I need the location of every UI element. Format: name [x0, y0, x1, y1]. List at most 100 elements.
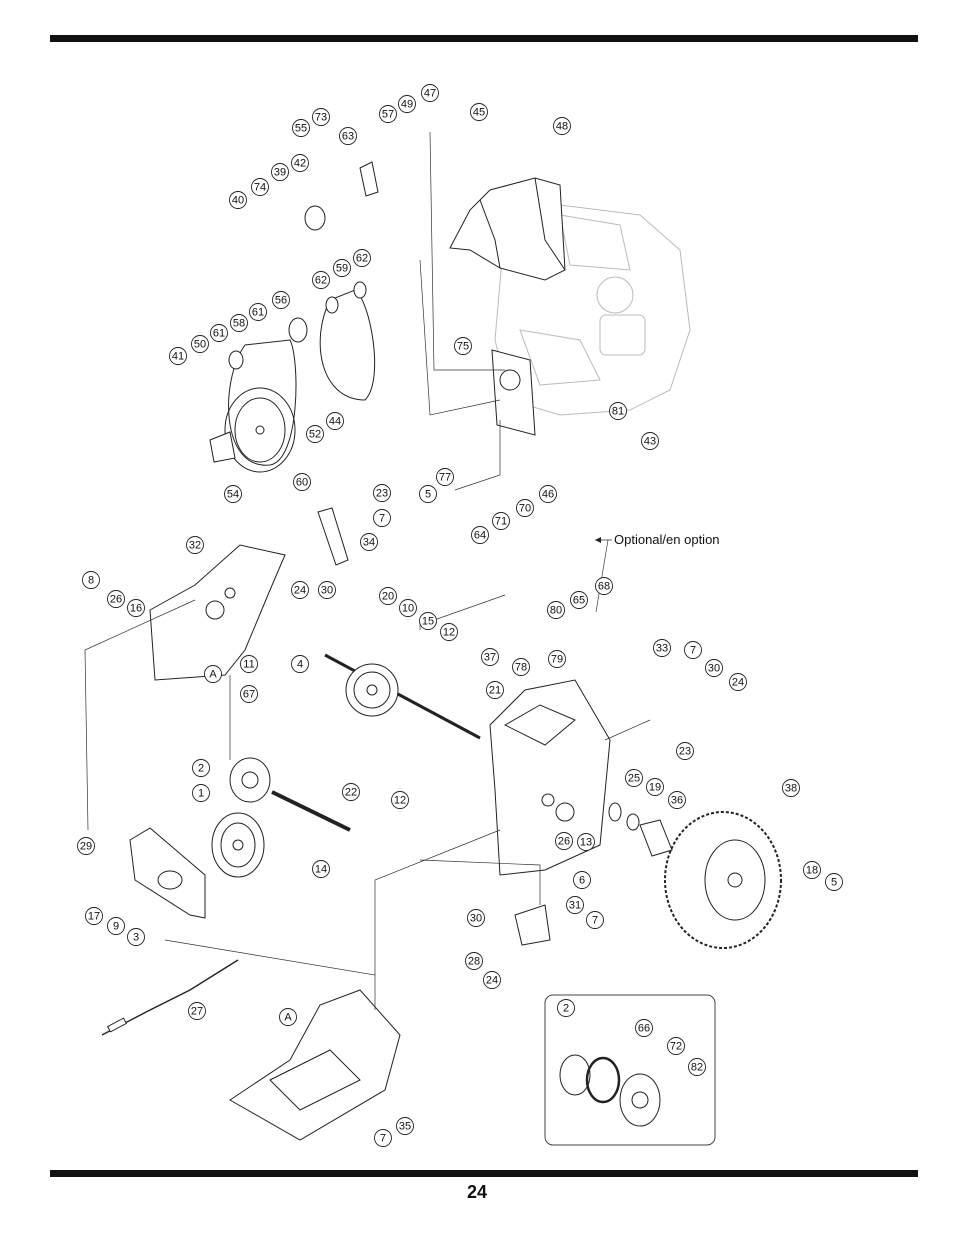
callout-circle: [440, 623, 458, 641]
callout-67: 67: [240, 685, 258, 703]
callout-circle: [312, 108, 330, 126]
callout-label: 59: [336, 263, 348, 275]
callout-circle: [373, 484, 391, 502]
callout-7: 7: [684, 641, 702, 659]
callout-circle: [333, 259, 351, 277]
callout-circle: [667, 1037, 685, 1055]
shift-bracket: [317, 507, 349, 566]
callout-circle: [77, 837, 95, 855]
callout-label: 11: [243, 659, 254, 671]
callout-circle: [291, 154, 309, 172]
callout-label: 13: [580, 837, 592, 849]
callout-23: 23: [373, 484, 391, 502]
callout-29: 29: [77, 837, 95, 855]
callout-label: 55: [295, 123, 307, 135]
callout-circle: [107, 917, 125, 935]
callout-label: 7: [380, 1133, 386, 1145]
callout-74: 74: [251, 178, 269, 196]
callout-73: 73: [312, 108, 330, 126]
left-side-plate: [149, 544, 286, 681]
callout-circle: [436, 468, 454, 486]
mounting-plate: [491, 349, 536, 436]
inset-detail-box: [544, 994, 716, 1146]
callout-circle: [396, 1117, 414, 1135]
callout-circle: [272, 291, 290, 309]
callout-label: 39: [274, 167, 286, 179]
callout-81: 81: [609, 402, 627, 420]
callout-label: 15: [422, 616, 434, 628]
callout-60: 60: [293, 473, 311, 491]
callout-47: 47: [421, 84, 439, 102]
callout-58: 58: [230, 314, 248, 332]
callout-circle: [188, 1002, 206, 1020]
callout-7: 7: [586, 911, 604, 929]
callout-52: 52: [306, 425, 324, 443]
callout-circle: [353, 249, 371, 267]
callout-circle: [326, 412, 344, 430]
callout-circle: [676, 742, 694, 760]
callout-label: 74: [254, 182, 266, 194]
callout-56: 56: [272, 291, 290, 309]
callout-75: 75: [454, 337, 472, 355]
callout-circle: [360, 533, 378, 551]
callout-36: 36: [668, 791, 686, 809]
callout-8: 8: [82, 571, 100, 589]
footer-rule: [50, 1170, 918, 1177]
callout-circle: [465, 952, 483, 970]
callout-label: 64: [474, 530, 486, 542]
callout-circle: [240, 685, 258, 703]
callout-label: 9: [113, 921, 119, 933]
callout-label: 66: [638, 1023, 650, 1035]
callout-circle: [85, 907, 103, 925]
callout-label: 45: [473, 107, 485, 119]
callout-circle: [570, 591, 588, 609]
callout-33: 33: [653, 639, 671, 657]
callout-circle: [547, 601, 565, 619]
callout-circle: [379, 105, 397, 123]
leader-lines: [84, 131, 651, 1010]
callout-42: 42: [291, 154, 309, 172]
callout-circle: [512, 658, 530, 676]
callout-label: 70: [519, 503, 531, 515]
callout-circle: [492, 512, 510, 530]
callout-2: 2: [192, 759, 210, 777]
callout-49: 49: [398, 95, 416, 113]
callout-1: 1: [192, 784, 210, 802]
callout-label: 23: [679, 746, 691, 758]
callout-20: 20: [379, 587, 397, 605]
callout-circle: [249, 303, 267, 321]
callout-circle: [555, 832, 573, 850]
callout-50: 50: [191, 335, 209, 353]
callout-circle: [782, 779, 800, 797]
callout-circle: [553, 117, 571, 135]
callout-label: 4: [297, 659, 303, 671]
callout-19: 19: [646, 778, 664, 796]
callout-label: 30: [470, 913, 482, 925]
callout-circle: [293, 473, 311, 491]
callout-circle: [399, 599, 417, 617]
callout-circle: [573, 871, 591, 889]
callout-label: 57: [382, 109, 394, 121]
callout-circle: [595, 577, 613, 595]
callout-circle: [107, 590, 125, 608]
callout-label: 6: [579, 875, 585, 887]
callout-circle: [705, 659, 723, 677]
callout-label: 77: [439, 472, 451, 484]
callout-63: 63: [339, 127, 357, 145]
wheel-tire: [664, 811, 782, 949]
callout-label: 50: [194, 339, 206, 351]
callout-31: 31: [566, 896, 584, 914]
callout-circle: [471, 526, 489, 544]
callout-circle: [419, 612, 437, 630]
callout-circle: [374, 1129, 392, 1147]
callout-12: 12: [391, 791, 409, 809]
callout-24: 24: [483, 971, 501, 989]
callout-circle: [516, 499, 534, 517]
callout-label: 17: [88, 911, 100, 923]
callout-label: 5: [831, 877, 837, 889]
callout-label: 81: [612, 406, 624, 418]
callout-label: 24: [294, 585, 306, 597]
callout-label: 21: [489, 685, 501, 697]
callout-15: 15: [419, 612, 437, 630]
